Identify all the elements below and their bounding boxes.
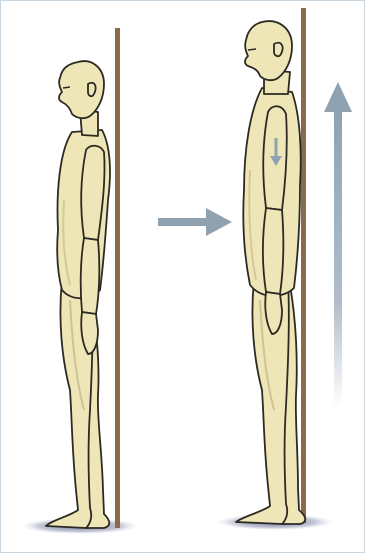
forearm [263, 208, 283, 294]
slouched-posture-figure [22, 28, 138, 534]
right-arrow-icon [158, 208, 232, 236]
ear [88, 83, 96, 96]
ear [274, 43, 283, 56]
wall-pole [301, 8, 306, 523]
up-arrow-icon [324, 82, 352, 408]
eye [63, 87, 70, 88]
forearm [81, 238, 100, 314]
eye [248, 49, 256, 50]
wall-pole [115, 28, 120, 528]
upright-posture-figure [217, 8, 333, 530]
head [245, 21, 292, 80]
head [59, 61, 104, 118]
